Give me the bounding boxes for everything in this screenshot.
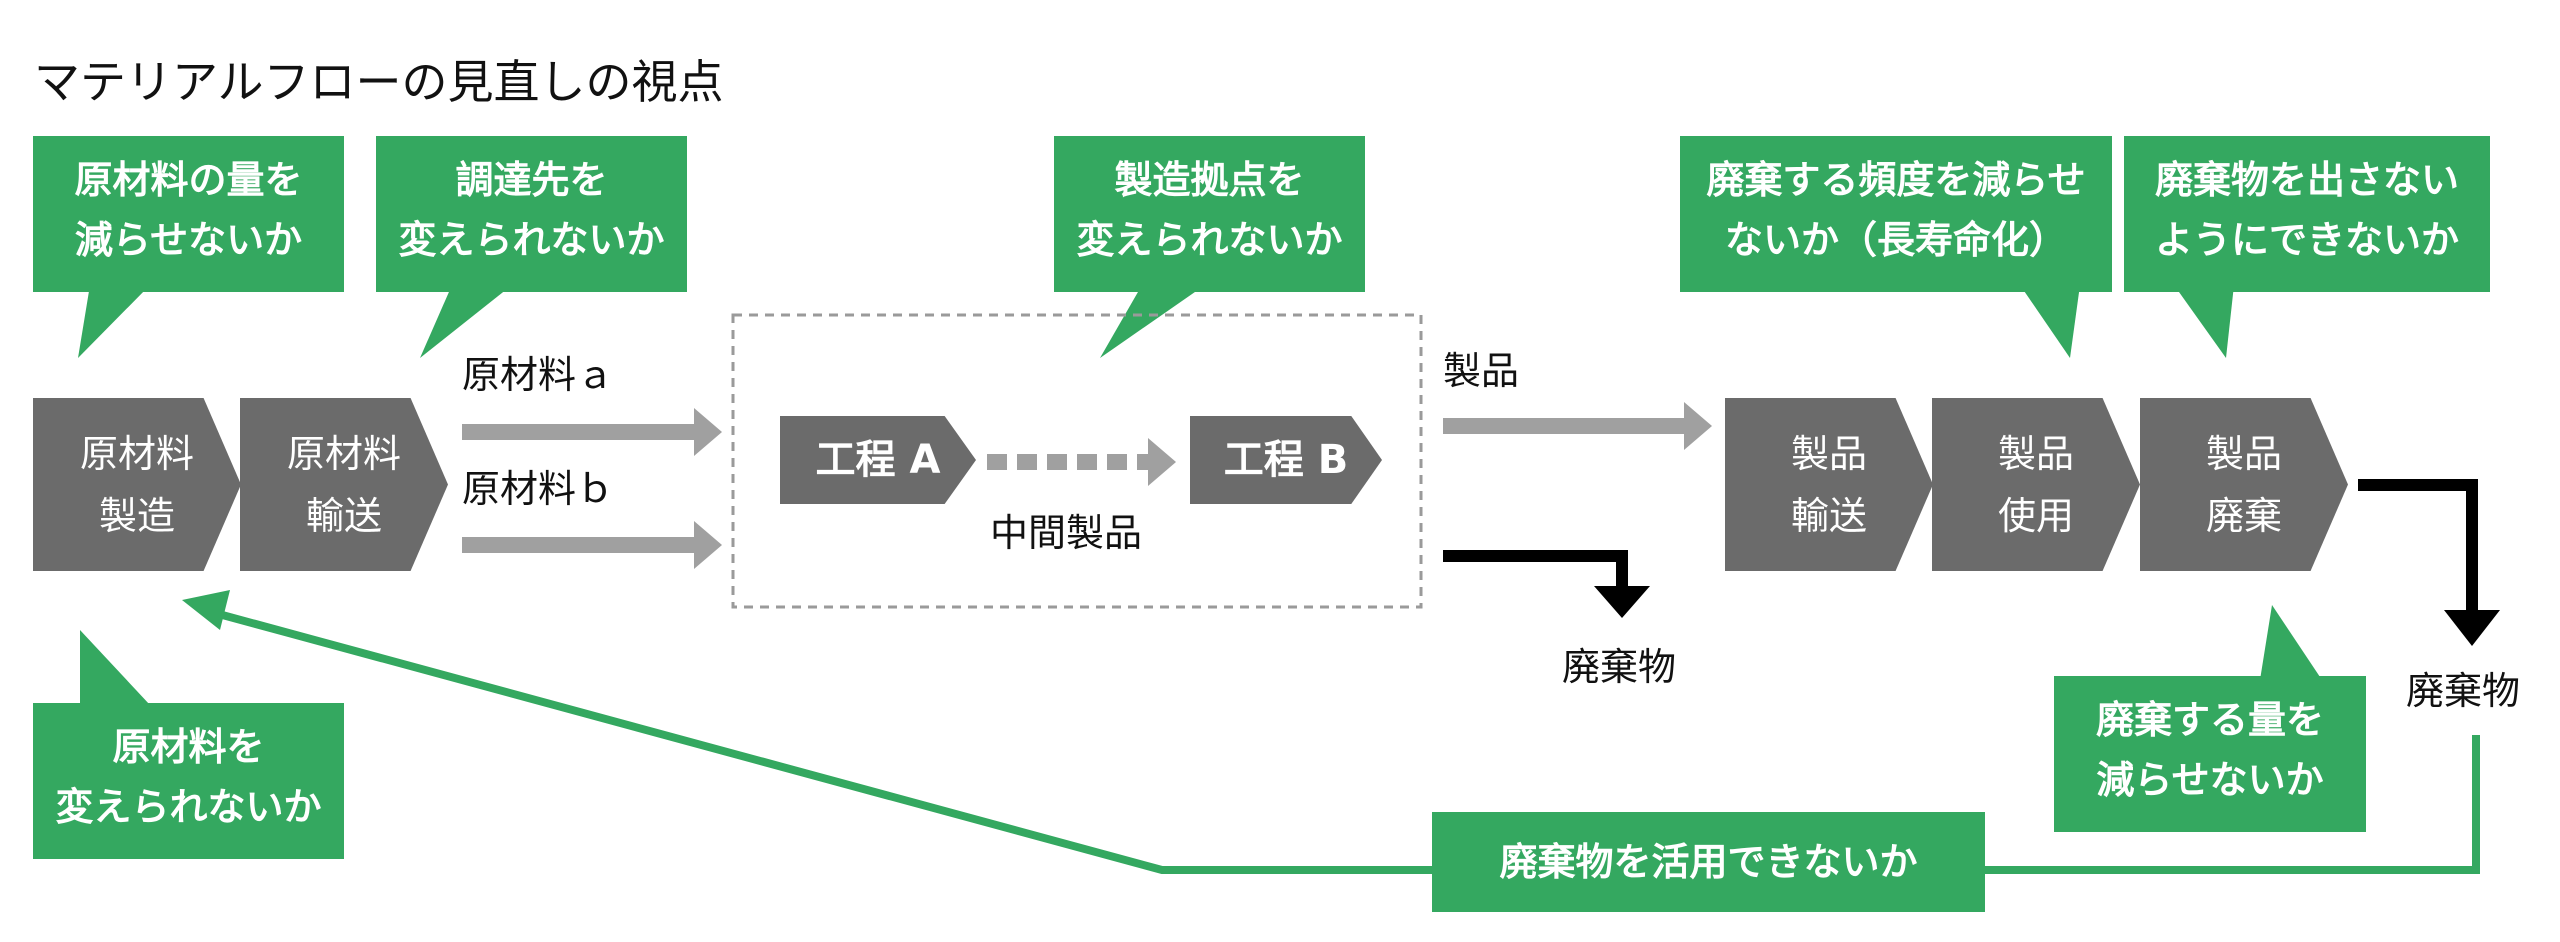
arrow-material-a bbox=[462, 408, 722, 456]
process-box bbox=[731, 313, 1423, 609]
callout-tail-3 bbox=[1100, 285, 1205, 358]
label-waste-middle: 廃棄物 bbox=[1562, 645, 1677, 689]
chevron-label-line2: 廃棄 bbox=[2205, 493, 2282, 538]
callout-tail-1 bbox=[78, 285, 150, 358]
chevron-label-line2: 使用 bbox=[1997, 493, 2074, 538]
arrow-product bbox=[1443, 402, 1712, 450]
process-a-label: 工程 A bbox=[815, 437, 941, 483]
arrow-waste-middle bbox=[1443, 550, 1650, 618]
label-material-b: 原材料ｂ bbox=[462, 467, 615, 511]
chevron-label-line2: 製造 bbox=[98, 493, 175, 538]
chevron-label-line1: 原材料 bbox=[286, 431, 401, 476]
arrow-intermediate bbox=[987, 438, 1176, 486]
callout-change-site: 製造拠点を 変えられないか bbox=[1054, 136, 1365, 292]
callout-line1: 製造拠点を bbox=[1114, 158, 1305, 202]
callout-line1: 原材料の量を bbox=[74, 158, 303, 202]
chevron-label-line2: 輸送 bbox=[305, 493, 382, 538]
callout-change-material: 原材料を 変えられないか bbox=[33, 703, 344, 859]
chevron-product-transport: 製品 輸送 bbox=[1725, 398, 1933, 571]
chevron-material-manufacture: 原材料 製造 bbox=[33, 398, 241, 571]
callout-line2: 減らせないか bbox=[74, 218, 303, 262]
label-material-a: 原材料ａ bbox=[462, 353, 615, 397]
callout-utilize-waste: 廃棄物を活用できないか bbox=[1432, 812, 1985, 912]
callout-reduce-waste: 廃棄する量を 減らせないか bbox=[2054, 676, 2366, 832]
callout-no-waste: 廃棄物を出さない ようにできないか bbox=[2124, 136, 2490, 292]
callout-change-supplier: 調達先を 変えられないか bbox=[376, 136, 687, 292]
callout-longer-life: 廃棄する頻度を減らせ ないか（長寿命化） bbox=[1680, 136, 2112, 292]
label-waste-right: 廃棄物 bbox=[2406, 669, 2521, 713]
chevron-product-disposal: 製品 廃棄 bbox=[2140, 398, 2348, 571]
callout-line2: ないか（長寿命化） bbox=[1724, 218, 2067, 262]
arrow-waste-right bbox=[2358, 479, 2500, 646]
callout-line2: 変えられないか bbox=[55, 785, 322, 829]
callout-line1: 廃棄する量を bbox=[2095, 698, 2324, 742]
chevron-label-line1: 製品 bbox=[2205, 431, 2282, 476]
callout-line1: 原材料を bbox=[112, 725, 265, 769]
callout-tail-7 bbox=[2260, 605, 2322, 680]
chevron-label-line1: 製品 bbox=[1790, 431, 1867, 476]
process-b: 工程 B bbox=[1190, 416, 1382, 504]
process-a: 工程 A bbox=[780, 416, 976, 504]
chevron-label-line1: 製品 bbox=[1997, 431, 2074, 476]
callout-line1: 調達先を bbox=[455, 158, 608, 202]
label-intermediate: 中間製品 bbox=[990, 511, 1143, 555]
process-b-label: 工程 B bbox=[1223, 437, 1349, 483]
callout-line2: 減らせないか bbox=[2096, 758, 2324, 802]
chevron-label-line2: 輸送 bbox=[1790, 493, 1867, 538]
callout-tail-5 bbox=[2174, 285, 2234, 358]
callout-line2: 変えられないか bbox=[1076, 218, 1343, 262]
arrow-material-b bbox=[462, 521, 722, 569]
callout-line1: 廃棄物を活用できないか bbox=[1499, 840, 1918, 884]
chevron-label-line1: 原材料 bbox=[79, 431, 194, 476]
label-product: 製品 bbox=[1443, 349, 1520, 393]
page-title: マテリアルフローの見直しの視点 bbox=[34, 55, 724, 109]
callout-line2: ようにできないか bbox=[2154, 218, 2459, 262]
callout-reduce-material: 原材料の量を 減らせないか bbox=[33, 136, 344, 292]
callout-tail-4 bbox=[2020, 285, 2080, 358]
chevron-material-transport: 原材料 輸送 bbox=[240, 398, 448, 571]
callout-line1: 廃棄する頻度を減らせ bbox=[1706, 158, 2086, 202]
callout-line2: 変えられないか bbox=[398, 218, 665, 262]
callout-tail-6 bbox=[80, 630, 150, 705]
recycle-loop bbox=[182, 590, 2480, 874]
callout-line1: 廃棄物を出さない bbox=[2154, 158, 2459, 202]
chevron-product-use: 製品 使用 bbox=[1932, 398, 2140, 571]
callout-tail-2 bbox=[420, 285, 512, 358]
